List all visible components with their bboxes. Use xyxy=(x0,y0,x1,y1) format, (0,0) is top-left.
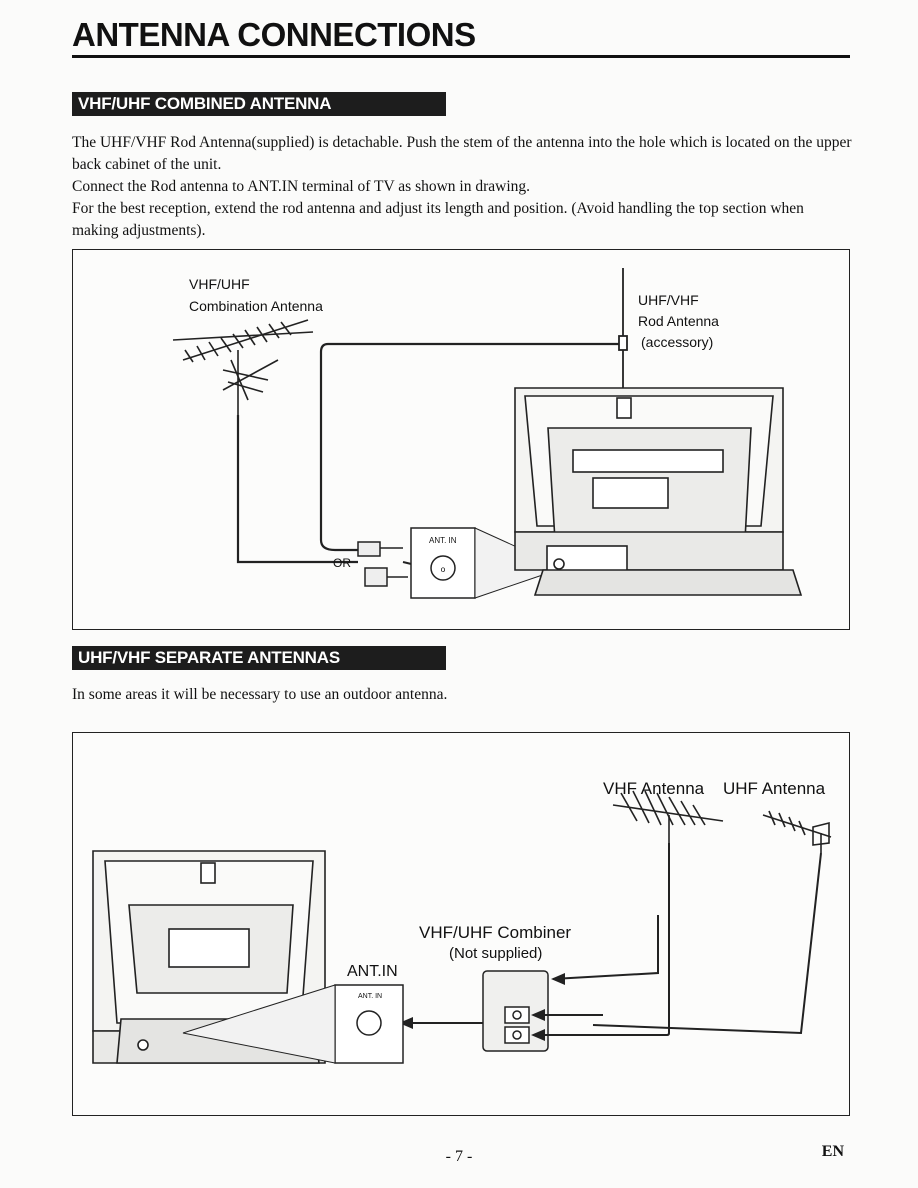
figure-separate-antennas: VHF Antenna UHF Antenna VHF/UHF Combiner… xyxy=(72,732,850,1116)
rod-antenna-label-line1: UHF/VHF xyxy=(638,292,699,308)
vhf-antenna-icon xyxy=(612,790,724,843)
section1-text: The UHF/VHF Rod Antenna(supplied) is det… xyxy=(72,132,852,242)
uhf-antenna-label: UHF Antenna xyxy=(723,779,826,798)
section1-paragraph-2: Connect the Rod antenna to ANT.IN termin… xyxy=(72,178,531,195)
combiner-label-line2: (Not supplied) xyxy=(449,945,543,962)
rod-antenna-label-line2: Rod Antenna xyxy=(638,313,719,329)
language-code: EN xyxy=(821,1143,844,1160)
ant-in-big-label: ANT.IN xyxy=(347,963,398,980)
or-label: OR xyxy=(333,556,351,570)
figure-combined-antenna: o VHF/UHF Combination Antenna UHF/VHF Ro… xyxy=(72,249,850,630)
section-heading-combined: VHF/UHF COMBINED ANTENNA xyxy=(72,92,446,116)
section2-text: In some areas it will be necessary to us… xyxy=(72,684,852,706)
section2-paragraph: In some areas it will be necessary to us… xyxy=(72,686,448,703)
section1-paragraph-3: For the best reception, extend the rod a… xyxy=(72,200,804,239)
title-rule xyxy=(72,55,850,58)
rod-antenna-icon xyxy=(618,268,628,390)
ant-in-label: ANT. IN xyxy=(429,536,457,545)
rod-antenna-label-line3: (accessory) xyxy=(641,334,714,350)
section-heading-separate: UHF/VHF SEPARATE ANTENNAS xyxy=(72,646,446,670)
coax-connector-icon xyxy=(357,541,408,587)
uhf-antenna-icon xyxy=(762,810,832,853)
combo-antenna-label-line1: VHF/UHF xyxy=(189,276,250,292)
combined-antenna-diagram: o xyxy=(172,268,803,599)
separate-antennas-diagram xyxy=(92,790,832,1064)
combo-antenna-label-line2: Combination Antenna xyxy=(189,298,323,314)
vhf-antenna-label: VHF Antenna xyxy=(603,779,705,798)
page-title: ANTENNA CONNECTIONS xyxy=(72,16,476,53)
svg-text:o: o xyxy=(441,565,446,574)
combiner-icon xyxy=(482,970,549,1052)
combiner-label-line1: VHF/UHF Combiner xyxy=(419,923,572,942)
page-number: - 7 - xyxy=(445,1148,473,1165)
section1-paragraph-1: The UHF/VHF Rod Antenna(supplied) is det… xyxy=(72,134,852,173)
combination-antenna-icon xyxy=(172,319,314,415)
tv-rear-icon xyxy=(514,387,803,596)
ant-in-small-label: ANT. IN xyxy=(358,993,383,1000)
